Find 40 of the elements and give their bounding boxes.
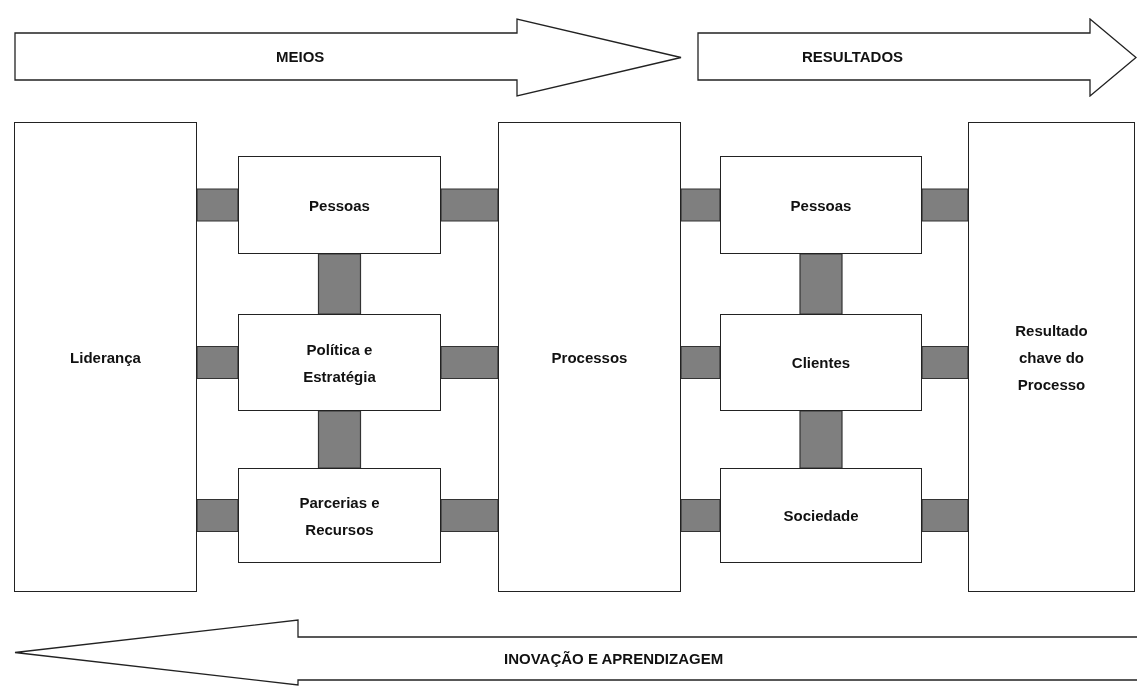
box-label: Pessoas <box>308 195 371 216</box>
connector-bar <box>440 188 499 222</box>
box-label: Resultado chave do Processo <box>1014 320 1089 395</box>
connector-bar <box>317 410 362 469</box>
connector-bar <box>680 345 721 380</box>
connector-bar <box>196 188 239 222</box>
criterion-box <box>720 156 922 254</box>
connector-bar <box>196 345 239 380</box>
connector-bar <box>921 498 969 533</box>
connector-bar <box>680 188 721 222</box>
box-label: Parcerias e Recursos <box>298 492 381 540</box>
direction-banner <box>697 18 1137 97</box>
criterion-box <box>238 468 441 563</box>
criterion-box <box>968 122 1135 592</box>
connector-bar <box>440 345 499 380</box>
criterion-box <box>238 156 441 254</box>
criterion-box <box>720 314 922 411</box>
criterion-box <box>238 314 441 411</box>
box-label: Liderança <box>69 347 142 368</box>
banner-label: RESULTADOS <box>802 47 904 65</box>
connector-bar <box>680 498 721 533</box>
connector-bar <box>440 498 499 533</box>
criterion-box <box>720 468 922 563</box>
box-label: Clientes <box>790 353 852 373</box>
box-label: Política e Estratégia <box>302 339 377 387</box>
connector-bar <box>921 188 969 222</box>
connector-bar <box>196 498 239 533</box>
connector-bar <box>921 345 969 380</box>
box-label: Processos <box>550 347 629 368</box>
banner-label: INOVAÇÃO E APRENDIZAGEM <box>504 649 724 667</box>
box-label: Sociedade <box>782 506 860 526</box>
box-label: Pessoas <box>789 195 853 216</box>
criterion-box <box>498 122 681 592</box>
banner-label: MEIOS <box>276 47 325 65</box>
connector-bar <box>799 410 843 469</box>
direction-banner <box>14 619 1137 686</box>
criterion-box <box>14 122 197 592</box>
connector-bar <box>799 253 843 315</box>
connector-bar <box>317 253 362 315</box>
direction-banner <box>14 18 682 97</box>
